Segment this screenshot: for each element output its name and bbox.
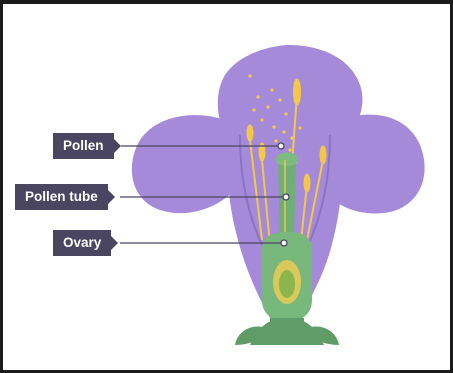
stigma — [276, 153, 298, 167]
ovary — [262, 232, 312, 322]
label-ovary: Ovary — [53, 230, 111, 256]
left-petal — [132, 115, 238, 213]
label-pollen-text: Pollen — [63, 138, 104, 153]
sepals — [235, 318, 339, 345]
label-pollen: Pollen — [53, 133, 114, 159]
label-pollen-tube-text: Pollen tube — [25, 189, 98, 204]
label-pollen-tube: Pollen tube — [15, 184, 108, 210]
label-ovary-text: Ovary — [63, 235, 101, 250]
